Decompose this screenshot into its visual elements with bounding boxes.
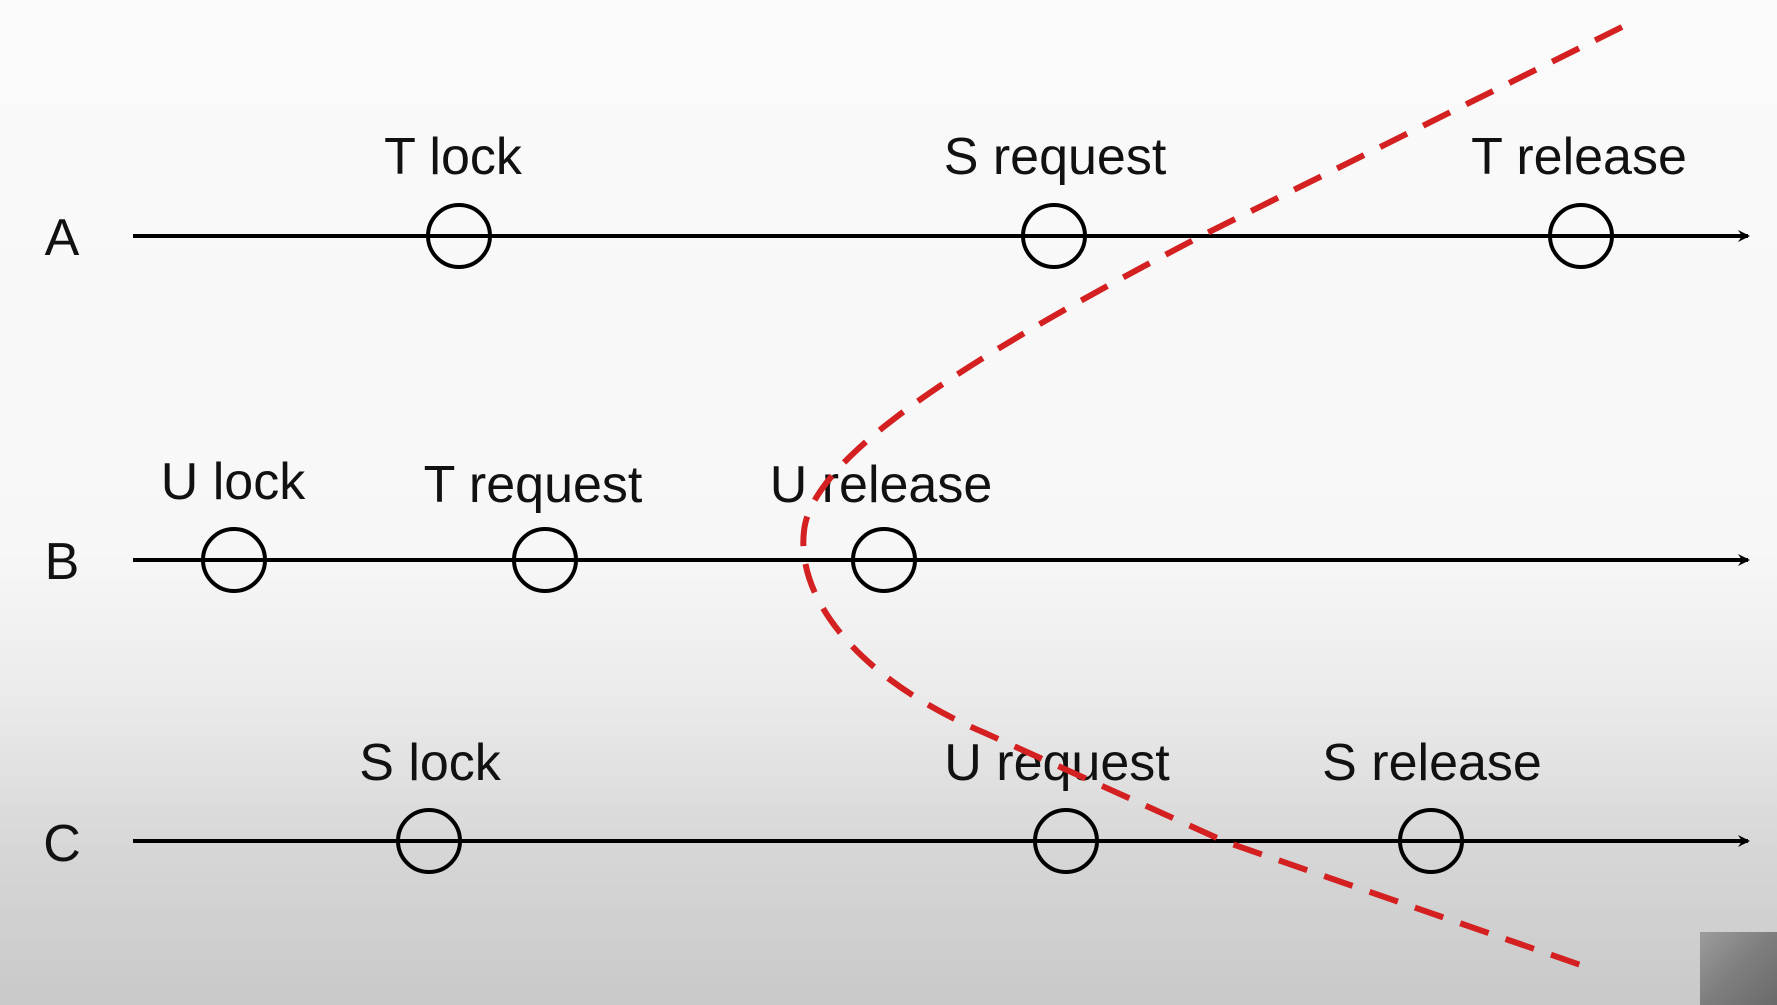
event-label-a-2: S request (944, 128, 1167, 186)
process-label-a: A (45, 209, 80, 267)
event-label-c-1: S lock (359, 734, 502, 792)
event-marker-b-3 (851, 527, 917, 593)
event-label-b-2: T request (424, 456, 643, 514)
event-marker-b-1 (201, 527, 267, 593)
event-marker-a-3 (1548, 203, 1614, 269)
event-marker-a-1 (426, 203, 492, 269)
event-marker-a-2 (1021, 203, 1087, 269)
event-label-b-1: U lock (161, 453, 306, 511)
event-marker-c-2 (1033, 808, 1099, 874)
consistent-cut-curve (800, 24, 1624, 973)
corner-thumbnail (1700, 932, 1777, 1005)
event-marker-c-1 (396, 808, 462, 874)
event-marker-b-2 (512, 527, 578, 593)
event-label-c-2: U request (944, 734, 1170, 792)
event-label-a-1: T lock (384, 128, 523, 186)
process-label-b: B (45, 533, 80, 591)
event-label-a-3: T release (1471, 128, 1687, 186)
event-label-c-3: S release (1322, 734, 1542, 792)
process-label-c: C (43, 815, 81, 873)
event-label-b-3: U release (770, 456, 993, 514)
event-marker-c-3 (1398, 808, 1464, 874)
